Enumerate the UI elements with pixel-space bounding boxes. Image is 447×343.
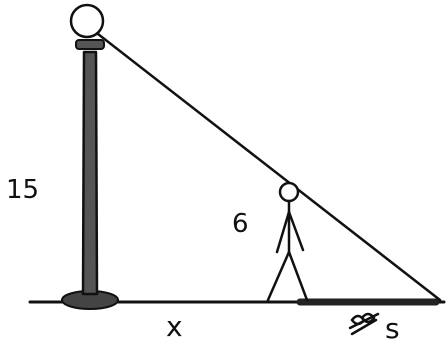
shadow-length-label: s <box>385 312 400 343</box>
lamp-collar <box>75 39 105 50</box>
distance-label: x <box>166 310 183 343</box>
person-leg-right <box>287 250 309 302</box>
lamp-post-shaft <box>81 50 99 296</box>
person-head <box>278 181 300 203</box>
crossed-out-mark <box>348 312 380 336</box>
lamp-post <box>61 3 119 310</box>
person-figure <box>266 181 309 302</box>
lamp-globe <box>69 3 105 39</box>
person-leg-left <box>266 250 291 302</box>
person-height-label: 6 <box>232 209 249 239</box>
light-ray <box>96 32 442 302</box>
pole-height-label: 15 <box>6 175 39 205</box>
person-arm-left <box>275 210 291 254</box>
person-arm-right <box>287 210 305 252</box>
